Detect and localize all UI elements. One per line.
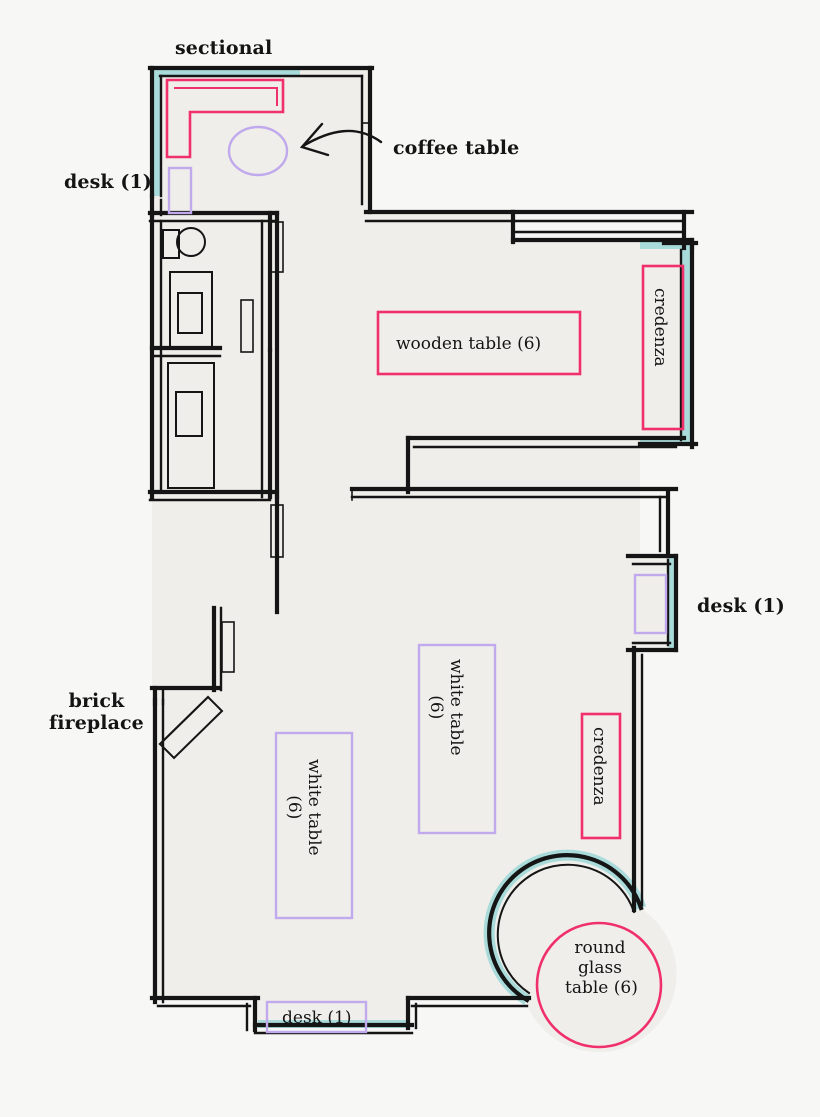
floor-area xyxy=(152,68,692,1053)
wall-bay-curve-inner xyxy=(496,863,636,995)
credenza-bottom-rect xyxy=(580,712,622,840)
label-round-glass-table: round glass table (6) xyxy=(565,938,638,999)
round-glass-table-circle xyxy=(535,921,663,1049)
white-table-right-rect xyxy=(417,643,497,835)
label-desk-right: desk (1) xyxy=(697,595,785,617)
counter-lower xyxy=(167,362,215,489)
credenza-top-rect xyxy=(641,264,685,431)
wooden-table-rect xyxy=(376,310,582,376)
desk-right-rect xyxy=(633,573,668,635)
door-leaf-c xyxy=(270,504,284,558)
label-desk-bottom: desk (1) xyxy=(282,1008,352,1028)
door-leaf-b xyxy=(240,299,254,353)
label-brick-fireplace: brick fireplace xyxy=(49,690,144,735)
white-table-left-rect xyxy=(274,731,354,920)
label-credenza-top: credenza xyxy=(650,288,670,367)
label-coffee-table: coffee table xyxy=(393,137,520,159)
desk-bottom-rect xyxy=(265,1000,368,1034)
bath-fixtures xyxy=(162,227,215,489)
label-white-table-right: white table (6) xyxy=(425,659,466,756)
brick-fireplace-hearth xyxy=(158,695,224,760)
label-sectional: sectional xyxy=(175,37,273,59)
door-leaf-d xyxy=(221,621,235,673)
counter-upper xyxy=(169,271,213,348)
wall-bay-curve-outer xyxy=(487,853,644,1003)
sectional-sofa xyxy=(165,78,285,159)
coffee-table-oval xyxy=(227,125,289,177)
desk-top-left-rect xyxy=(167,166,193,215)
label-desk-top-left: desk (1) xyxy=(64,171,152,193)
basin-upper xyxy=(177,292,203,334)
coffee-table-arrow xyxy=(299,122,383,157)
furniture-overlays xyxy=(165,78,685,1049)
toilet-bowl xyxy=(176,227,206,257)
label-wooden-table: wooden table (6) xyxy=(396,334,542,354)
label-credenza-bottom: credenza xyxy=(589,727,609,806)
basin-lower xyxy=(175,391,203,437)
label-white-table-left: white table (6) xyxy=(283,759,324,856)
walls xyxy=(147,65,699,1035)
toilet-tank xyxy=(162,229,180,259)
door-leaf-a xyxy=(270,221,284,273)
